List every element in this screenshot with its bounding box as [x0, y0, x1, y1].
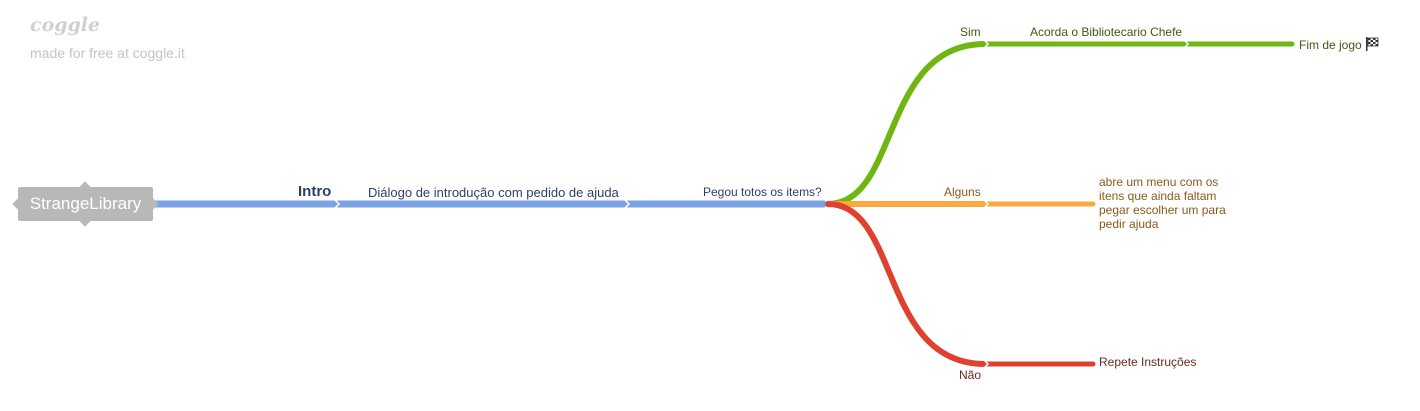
- joint-arrow-2: [623, 198, 631, 210]
- node-dialog[interactable]: Diálogo de introdução com pedido de ajud…: [368, 185, 619, 200]
- node-sim-next[interactable]: Acorda o Bibliotecario Chefe: [1030, 25, 1183, 39]
- joint-arrow-5: [1183, 39, 1190, 49]
- checkered-flag-icon: [1365, 37, 1379, 54]
- coggle-tagline: made for free at coggle.it: [30, 45, 185, 61]
- node-nao[interactable]: Não: [959, 368, 982, 382]
- coggle-logo: coggle: [30, 14, 101, 36]
- root-node[interactable]: StrangeLibrary: [12, 181, 159, 227]
- node-alguns[interactable]: Alguns: [944, 185, 981, 199]
- joint-arrow-7: [983, 359, 990, 369]
- node-alguns-next[interactable]: abre um menu com os itens que ainda falt…: [1099, 175, 1226, 231]
- node-sim-end[interactable]: Fim de jogo: [1299, 37, 1379, 54]
- node-intro[interactable]: Intro: [298, 183, 332, 200]
- joint-arrow-6: [983, 199, 990, 209]
- node-sim-end-label: Fim de jogo: [1299, 38, 1362, 52]
- branch-line-sim: [825, 41, 988, 207]
- branch-line-nao: [825, 201, 988, 367]
- node-question[interactable]: Pegou totos os items?: [703, 185, 822, 199]
- node-nao-next[interactable]: Repete Instruções: [1099, 355, 1197, 369]
- node-sim[interactable]: Sim: [960, 25, 981, 39]
- root-node-label: StrangeLibrary: [29, 194, 142, 213]
- joint-arrow-1: [333, 198, 341, 210]
- joint-arrow-4: [983, 39, 990, 49]
